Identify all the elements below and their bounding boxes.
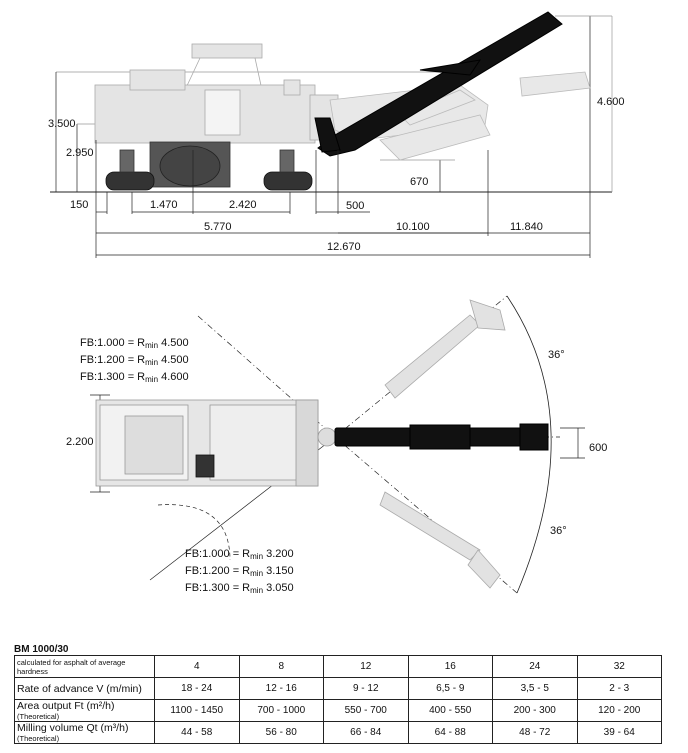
table-cell: 120 - 200	[576, 699, 662, 722]
table-cell: 700 - 1000	[238, 699, 324, 722]
dim-height-2950: 2.950	[66, 147, 94, 159]
table-cell: 6,5 - 9	[407, 677, 493, 700]
dim-length-5770: 5.770	[204, 221, 232, 233]
dim-length-1470: 1.470	[150, 199, 178, 211]
side-view-drawing	[50, 11, 613, 258]
dim-length-500: 500	[346, 200, 365, 212]
table-cell: 1100 - 1450	[154, 699, 240, 722]
table-cell: 550 - 700	[323, 699, 409, 722]
table-header-cell: 32	[576, 655, 662, 678]
table-row: Rate of advance V (m/min) 18 - 24 12 - 1…	[14, 677, 662, 700]
conveyor-ghost-top	[379, 299, 506, 589]
angle-bottom: 36°	[550, 525, 567, 537]
fb-outer-row-1: FB:1.000 = Rmin 4.500	[80, 337, 189, 350]
dim-height-670: 670	[410, 176, 429, 188]
fb-inner-row-3: FB:1.300 = Rmin 3.050	[185, 582, 294, 595]
angle-top: 36°	[548, 349, 565, 361]
dim-height-4600: 4.600	[597, 96, 625, 108]
dim-length-150: 150	[70, 199, 89, 211]
table-cell: 200 - 300	[492, 699, 578, 722]
dim-height-3500: 3.500	[48, 118, 76, 130]
table-header-cell: 12	[323, 655, 409, 678]
fb-inner-row-2: FB:1.200 = Rmin 3.150	[185, 565, 294, 578]
table-cell: 400 - 550	[407, 699, 493, 722]
table-cell: 9 - 12	[323, 677, 409, 700]
fb-inner-row-1: FB:1.000 = Rmin 3.200	[185, 548, 294, 561]
table-header-label: calculated for asphalt of average hardne…	[14, 655, 155, 678]
milling-machine-side	[94, 43, 339, 191]
table-header-cell: 24	[492, 655, 578, 678]
table-cell: 48 - 72	[492, 721, 578, 744]
table-cell: 12 - 16	[238, 677, 324, 700]
dim-conveyor-600: 600	[589, 442, 608, 454]
fb-outer-row-3: FB:1.300 = Rmin 4.600	[80, 371, 189, 384]
dim-length-10100: 10.100	[396, 221, 430, 233]
swing-arc	[506, 295, 552, 594]
row-label: Area output Ft (m²/h)(Theoretical)	[14, 699, 155, 722]
spec-table: calculated for asphalt of average hardne…	[14, 655, 662, 744]
table-cell: 56 - 80	[238, 721, 324, 744]
table-cell: 2 - 3	[576, 677, 662, 700]
table-row: Area output Ft (m²/h)(Theoretical) 1100 …	[14, 699, 662, 722]
table-cell: 66 - 84	[323, 721, 409, 744]
dim-width-2200: 2.200	[66, 436, 94, 448]
row-label: Milling volume Qt (m³/h)(Theoretical)	[14, 721, 155, 744]
row-label: Rate of advance V (m/min)	[14, 677, 155, 700]
spec-table-section: BM 1000/30 calculated for asphalt of ave…	[14, 645, 662, 744]
table-cell: 39 - 64	[576, 721, 662, 744]
table-header-cell: 8	[238, 655, 324, 678]
dim-length-2420: 2.420	[229, 199, 257, 211]
table-cell: 64 - 88	[407, 721, 493, 744]
top-view-drawing	[90, 295, 585, 594]
dim-length-11840: 11.840	[510, 221, 543, 233]
table-header-cell: 16	[407, 655, 493, 678]
table-cell: 44 - 58	[154, 721, 240, 744]
table-cell: 3,5 - 5	[492, 677, 578, 700]
spec-table-title: BM 1000/30	[14, 644, 69, 655]
table-header-cell: 4	[154, 655, 240, 678]
table-cell: 18 - 24	[154, 677, 240, 700]
fb-outer-radius-list: FB:1.000 = Rmin 4.500 FB:1.200 = Rmin 4.…	[80, 336, 189, 387]
table-row: Milling volume Qt (m³/h)(Theoretical) 44…	[14, 721, 662, 744]
fb-inner-radius-list: FB:1.000 = Rmin 3.200 FB:1.200 = Rmin 3.…	[185, 547, 294, 598]
fb-outer-row-2: FB:1.200 = Rmin 4.500	[80, 354, 189, 367]
milling-machine-top	[95, 399, 337, 487]
conveyor-belt-top	[334, 423, 549, 451]
dim-length-12670: 12.670	[327, 241, 361, 253]
table-header-row: calculated for asphalt of average hardne…	[14, 655, 662, 678]
conveyor-belt-raised	[314, 11, 563, 157]
